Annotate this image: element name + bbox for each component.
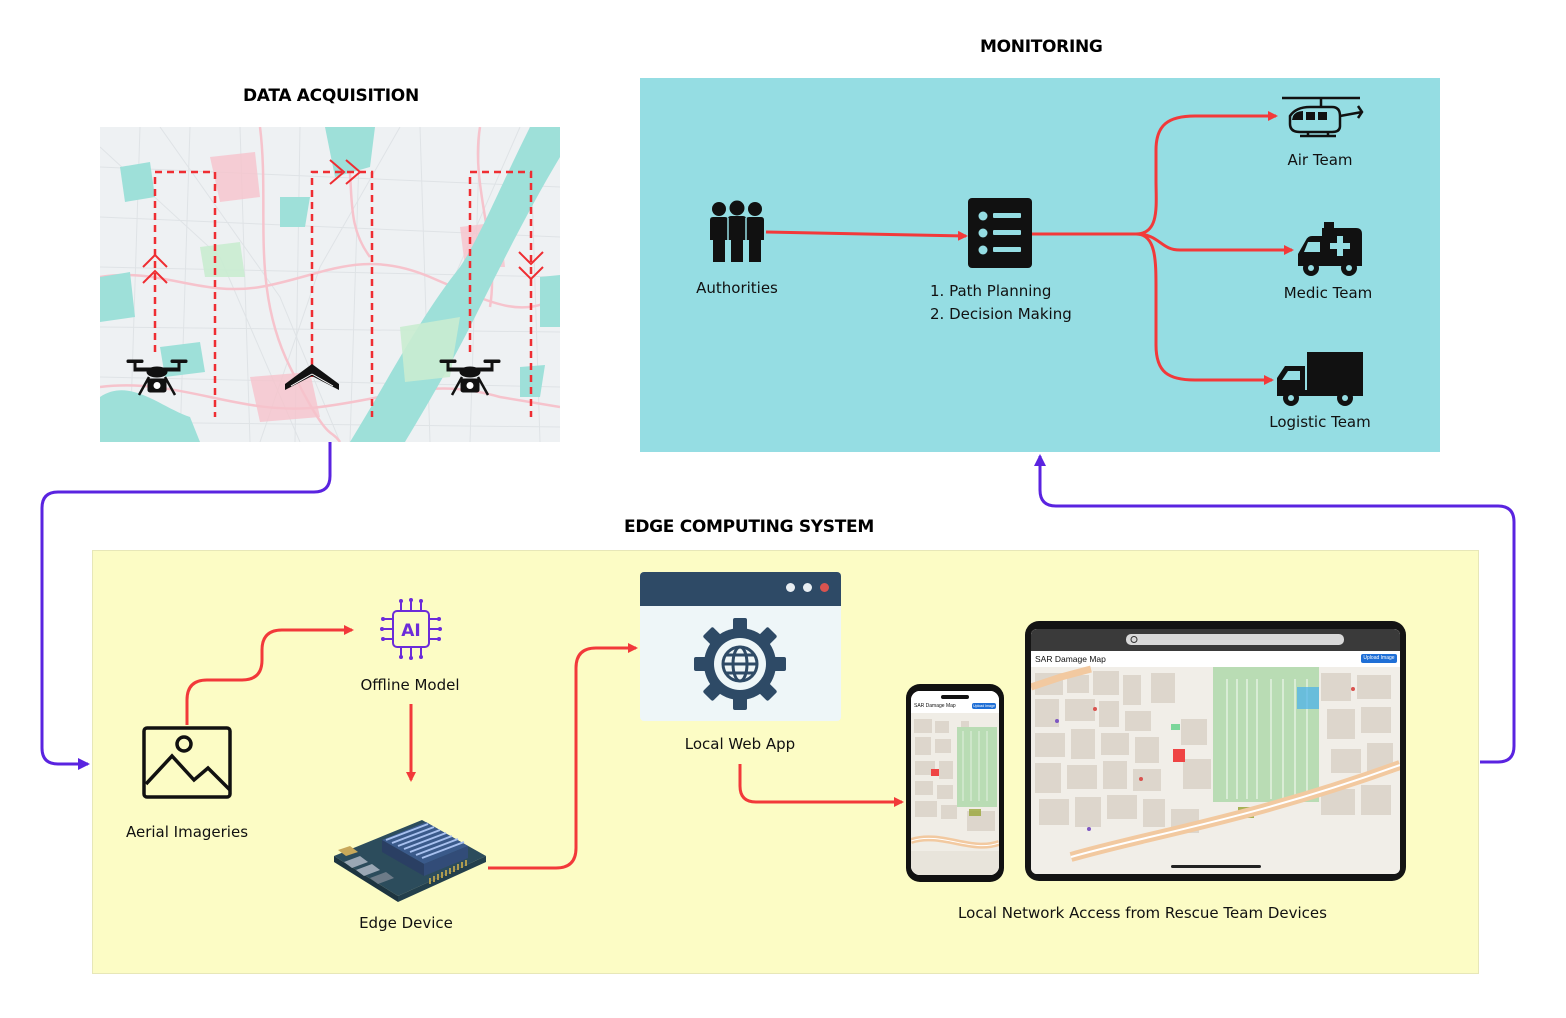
window-dot-icon [786, 583, 795, 592]
acquisition-to-edge-arrow [40, 442, 332, 770]
ai-chip-icon: AI [380, 598, 442, 660]
group-of-people-icon [710, 200, 764, 262]
phone-map [911, 691, 999, 875]
fixed-wing-drone-icon [285, 364, 339, 390]
local-network-access-label: Local Network Access from Rescue Team De… [958, 904, 1327, 922]
data-acquisition-title: DATA ACQUISITION [243, 86, 419, 106]
acquisition-map [100, 127, 560, 442]
tablet-map [1031, 629, 1400, 874]
aerial-imageries-label: Aerial Imageries [125, 823, 249, 841]
monitoring-title: MONITORING [980, 37, 1103, 57]
quadcopter-drone-icon [126, 359, 188, 396]
air-team-label: Air Team [1287, 151, 1353, 169]
tablet-upload-button[interactable]: Upload Image [1361, 654, 1397, 663]
globe-gear-icon [694, 618, 786, 710]
phone-device: SAR Damage Map Upload Image [906, 684, 1004, 882]
local-web-app-label: Local Web App [684, 735, 796, 753]
ambulance-icon [1298, 222, 1362, 276]
flight-paths [142, 159, 544, 417]
phone-map-title: SAR Damage Map [914, 703, 956, 709]
tablet-map-title: SAR Damage Map [1035, 654, 1106, 664]
phone-screen: SAR Damage Map Upload Image [911, 691, 999, 875]
phone-upload-button[interactable]: Upload Image [972, 703, 996, 709]
logistic-team-label: Logistic Team [1269, 413, 1371, 431]
helicopter-icon [1282, 96, 1364, 138]
quadcopter-drone-icon [439, 359, 501, 396]
tablet-device: SAR Damage Map Upload Image [1025, 621, 1406, 881]
checklist-icon [968, 198, 1032, 268]
authorities-label: Authorities [696, 279, 778, 297]
window-dot-icon [803, 583, 812, 592]
web-app-window [640, 572, 841, 721]
window-close-icon [820, 583, 829, 592]
circuit-board-icon [334, 820, 486, 902]
ai-chip-text: AI [401, 621, 420, 641]
tablet-screen: SAR Damage Map Upload Image [1031, 629, 1400, 874]
map-background [100, 127, 560, 442]
offline-model-label: Offline Model [360, 676, 460, 694]
path-planning-label: 1. Path Planning [930, 282, 1052, 300]
image-icon [142, 726, 232, 799]
edge-to-monitoring-arrow [1034, 454, 1516, 764]
medic-team-label: Medic Team [1283, 284, 1373, 302]
edge-device-label: Edge Device [359, 914, 453, 932]
decision-making-label: 2. Decision Making [930, 305, 1072, 323]
web-app-titlebar [640, 572, 841, 606]
edge-computing-title: EDGE COMPUTING SYSTEM [624, 517, 874, 537]
truck-icon [1277, 352, 1363, 406]
